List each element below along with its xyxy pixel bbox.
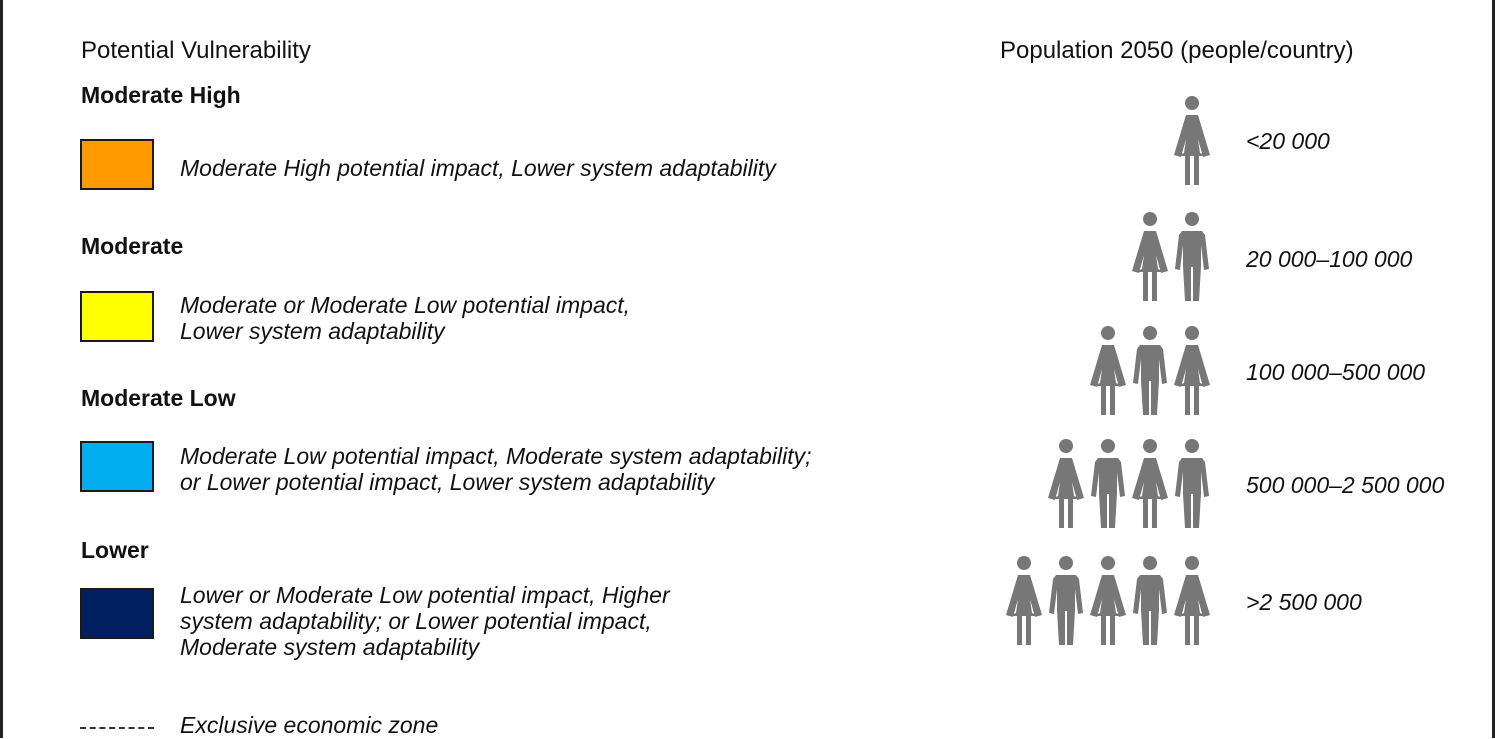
desc-line: Lower system adaptability (180, 318, 445, 344)
population-class-label-5: >2 500 000 (1246, 589, 1362, 615)
desc-line: Moderate system adaptability (180, 634, 480, 660)
person-body (1090, 345, 1126, 415)
person-body (1133, 575, 1167, 645)
person-body (1006, 575, 1042, 645)
female-person-icon (1006, 556, 1042, 645)
female-person-icon (1174, 556, 1210, 645)
person-head (1185, 439, 1199, 453)
female-person-icon (1174, 326, 1210, 415)
population-class-label-3: 100 000–500 000 (1246, 359, 1426, 385)
desc-line: Moderate High potential impact, Lower sy… (180, 155, 776, 181)
category-heading-moderate-high: Moderate High (81, 82, 241, 108)
female-person-icon (1048, 439, 1084, 528)
category-heading-moderate: Moderate (81, 233, 184, 259)
frame-left-border (0, 0, 3, 738)
person-head (1059, 556, 1073, 570)
desc-line: Moderate or Moderate Low potential impac… (180, 292, 631, 318)
person-head (1059, 439, 1073, 453)
female-person-icon (1090, 326, 1126, 415)
male-person-icon (1133, 326, 1167, 415)
population-class-label-4: 500 000–2 500 000 (1246, 472, 1445, 498)
population-class-label-1: <20 000 (1246, 128, 1330, 154)
person-body (1049, 575, 1083, 645)
eez-dashed-line-symbol (80, 727, 154, 729)
desc-moderate-low: Moderate Low potential impact, Moderate … (180, 443, 812, 495)
person-body (1090, 575, 1126, 645)
category-heading-lower: Lower (81, 537, 149, 563)
person-head (1185, 212, 1199, 226)
swatch-moderate-low (80, 441, 154, 492)
male-person-icon (1133, 556, 1167, 645)
person-body (1132, 458, 1168, 528)
swatch-moderate (80, 291, 154, 342)
category-heading-moderate-low: Moderate Low (81, 385, 236, 411)
population-class-label-2: 20 000–100 000 (1246, 246, 1413, 272)
person-body (1175, 458, 1209, 528)
person-body (1174, 345, 1210, 415)
male-person-icon (1091, 439, 1125, 528)
female-person-icon (1174, 96, 1210, 185)
swatch-moderate-high (80, 139, 154, 190)
person-head (1101, 326, 1115, 340)
desc-line: system adaptability; or Lower potential … (180, 608, 652, 634)
male-person-icon (1049, 556, 1083, 645)
person-body (1132, 231, 1168, 301)
female-person-icon (1132, 212, 1168, 301)
person-body (1175, 231, 1209, 301)
male-person-icon (1175, 439, 1209, 528)
person-head (1143, 212, 1157, 226)
female-person-icon (1090, 556, 1126, 645)
male-person-icon (1175, 212, 1209, 301)
eez-label: Exclusive economic zone (180, 712, 439, 738)
desc-moderate-high: Moderate High potential impact, Lower sy… (180, 155, 776, 181)
person-body (1091, 458, 1125, 528)
swatch-lower (80, 588, 154, 639)
desc-line: Lower or Moderate Low potential impact, … (180, 582, 670, 608)
person-head (1185, 326, 1199, 340)
person-head (1143, 556, 1157, 570)
person-body (1133, 345, 1167, 415)
person-head (1101, 556, 1115, 570)
desc-line: or Lower potential impact, Lower system … (180, 469, 715, 495)
female-person-icon (1132, 439, 1168, 528)
person-body (1174, 575, 1210, 645)
desc-line: Moderate Low potential impact, Moderate … (180, 443, 812, 469)
desc-moderate: Moderate or Moderate Low potential impac… (180, 292, 630, 344)
person-head (1143, 326, 1157, 340)
vulnerability-legend-title: Potential Vulnerability (81, 37, 311, 64)
person-head (1143, 439, 1157, 453)
person-head (1101, 439, 1115, 453)
person-body (1174, 115, 1210, 185)
person-head (1017, 556, 1031, 570)
person-body (1048, 458, 1084, 528)
person-head (1185, 556, 1199, 570)
person-head (1185, 96, 1199, 110)
population-legend-title: Population 2050 (people/country) (1000, 37, 1354, 64)
frame-right-border (1492, 0, 1495, 738)
desc-lower: Lower or Moderate Low potential impact, … (180, 582, 670, 660)
